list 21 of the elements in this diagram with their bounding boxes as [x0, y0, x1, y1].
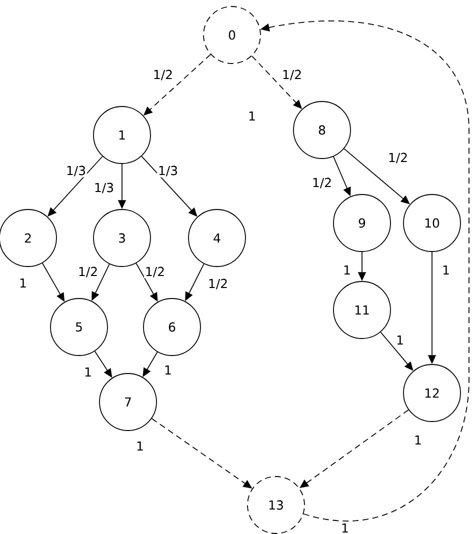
edge-label: 1/3: [92, 182, 116, 194]
edge-label: 1/2: [280, 68, 304, 82]
edge-label: 1: [18, 277, 28, 289]
edge-label: 1: [395, 334, 405, 346]
edge-label: 1: [441, 264, 451, 276]
edge-label: 1: [340, 522, 350, 534]
edge-label: 1: [342, 264, 352, 276]
edge-label: 1/2: [144, 266, 166, 278]
edge-label: 1/2: [310, 176, 334, 190]
edge-label: 1/2: [152, 68, 174, 82]
edge-label: 1/2: [76, 266, 100, 278]
edge-label: 1/3: [156, 164, 180, 178]
edge-label: 1: [83, 366, 93, 378]
edge-label: 1/2: [206, 278, 230, 290]
edge-label: 1: [413, 434, 423, 446]
edge-label: 1/3: [64, 164, 88, 178]
arrow: [142, 352, 158, 377]
edge-label: 1: [163, 364, 173, 376]
weight-label: 1: [249, 111, 255, 121]
edge-label: 1: [135, 440, 145, 452]
edge-label: 1/2: [386, 152, 410, 164]
